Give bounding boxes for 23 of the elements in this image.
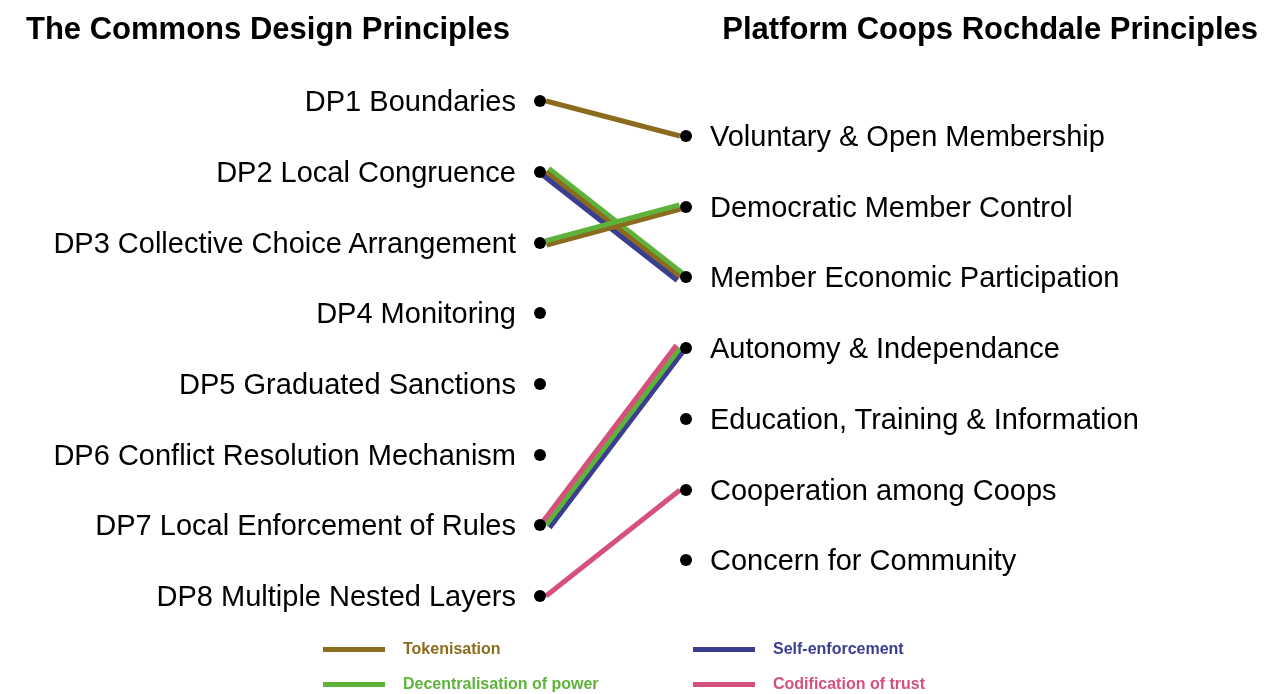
principle-label: DP2 Local Congruence (216, 157, 516, 187)
connector-line (544, 488, 682, 598)
principle-label: Democratic Member Control (710, 192, 1073, 222)
principle-label: Cooperation among Coops (710, 475, 1057, 505)
connector-line (545, 98, 681, 139)
principle-label: DP7 Local Enforcement of Rules (95, 510, 516, 540)
principle-label: DP6 Conflict Resolution Mechanism (53, 440, 516, 470)
legend-label: Codification of trust (773, 674, 925, 694)
principle-label: DP8 Multiple Nested Layers (156, 581, 516, 611)
principle-label: DP4 Monitoring (316, 298, 516, 328)
principle-label: Education, Training & Information (710, 404, 1139, 434)
legend-label: Tokenisation (403, 639, 501, 659)
legend-label: Self-enforcement (773, 639, 904, 659)
principle-label: Concern for Community (710, 545, 1017, 575)
principle-label: DP3 Collective Choice Arrangement (53, 228, 516, 258)
principle-label: Autonomy & Independance (710, 333, 1060, 363)
principle-label: Member Economic Participation (710, 262, 1120, 292)
principle-label: DP5 Graduated Sanctions (179, 369, 516, 399)
principle-label: Voluntary & Open Membership (710, 121, 1105, 151)
heading: Platform Coops Rochdale Principles (722, 10, 1258, 48)
heading: The Commons Design Principles (26, 10, 511, 48)
legend-label: Decentralisation of power (403, 674, 599, 694)
principle-label: DP1 Boundaries (304, 86, 516, 116)
